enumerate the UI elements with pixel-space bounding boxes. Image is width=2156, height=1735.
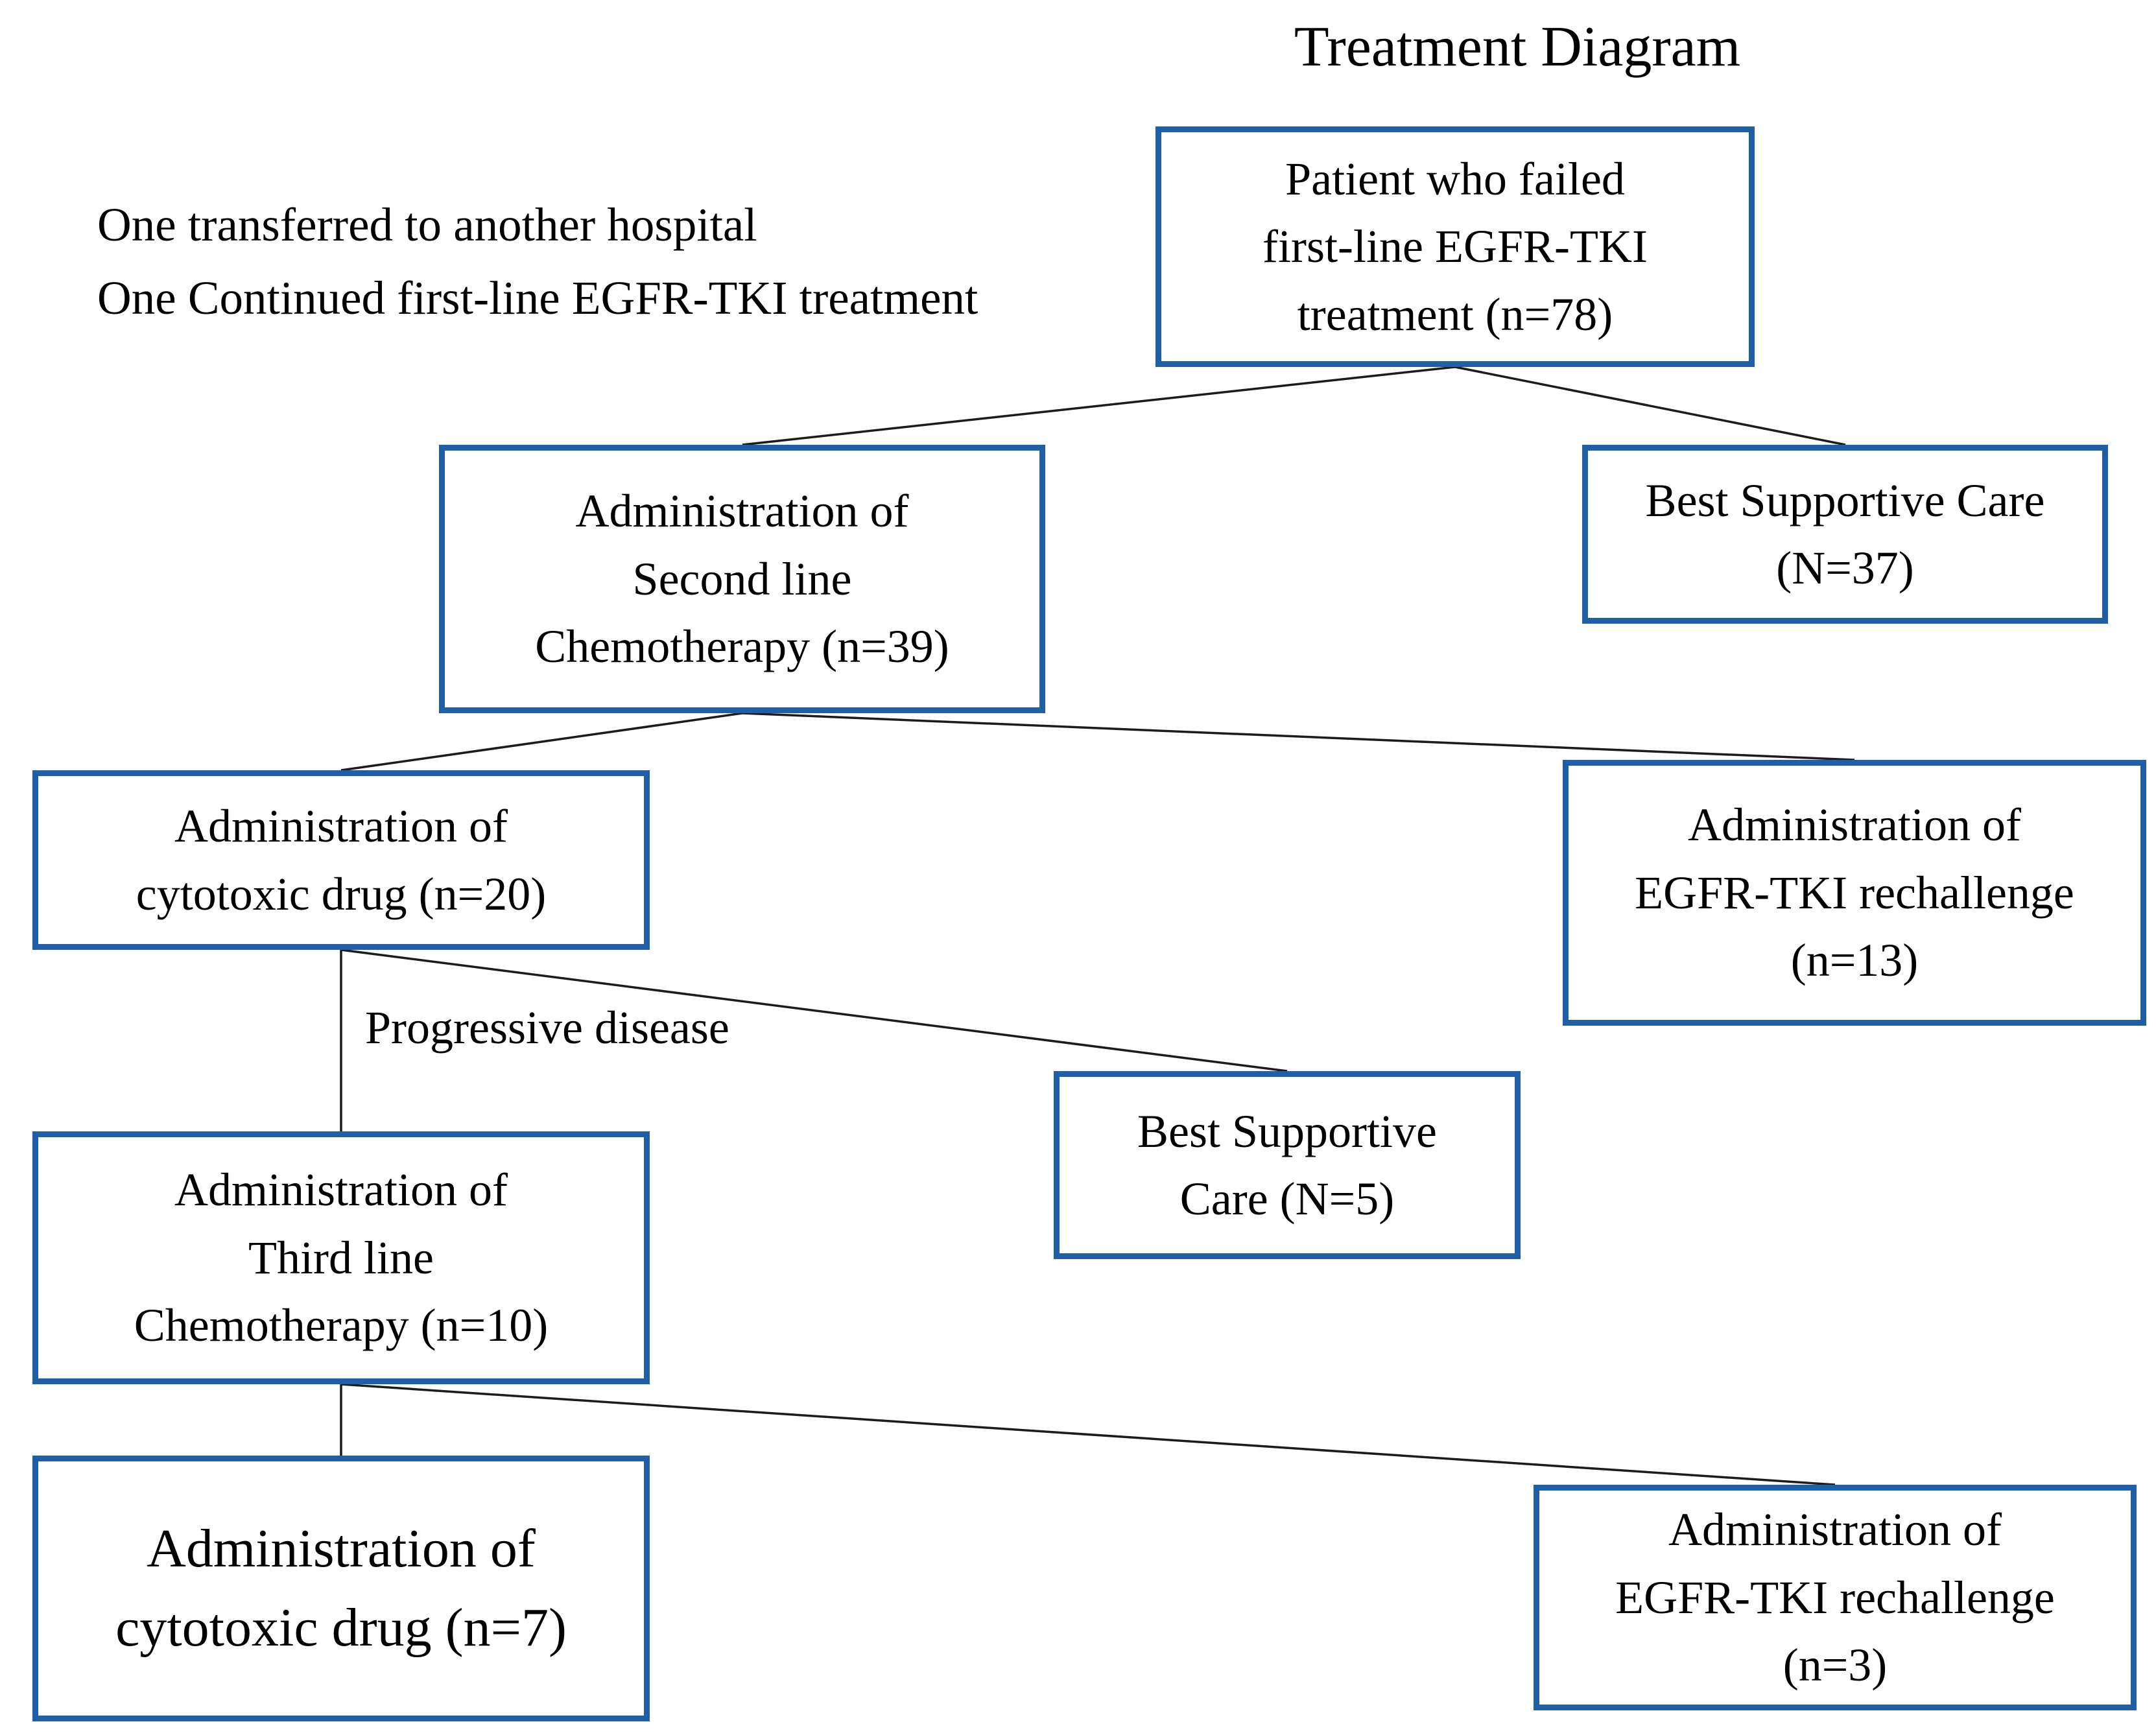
edge-third-line-to-tki-rechallenge-3 — [340, 1383, 1836, 1486]
node-second-line-chemotherapy-label-line: Second line — [632, 552, 852, 605]
node-egfr-tki-rechallenge-13-label-line: Administration of — [1688, 799, 2021, 851]
node-best-supportive-care-37: Best Supportive Care (N=37) — [1582, 445, 2108, 624]
node-best-supportive-care-37-label-line: Best Supportive Care — [1645, 474, 2045, 526]
edge-patient-to-second-line-chemo — [742, 366, 1456, 446]
edge-second-line-to-tki-rechallenge-13 — [742, 712, 1855, 761]
node-cytotoxic-drug-7: Administration of cytotoxic drug (n=7) — [32, 1456, 650, 1721]
node-patient-failed-first-line-tki-label-line: Patient who failed — [1285, 152, 1625, 205]
progressive-disease-edge-label: Progressive disease — [365, 1002, 729, 1054]
diagram-title: Treatment Diagram — [1294, 16, 1741, 78]
exclusion-note-line-1: One transferred to another hospital — [97, 198, 757, 251]
edge-second-line-to-cytotoxic-20 — [340, 712, 743, 772]
node-second-line-chemotherapy-label-line: Chemotherapy (n=39) — [535, 620, 949, 673]
node-patient-failed-first-line-tki-label-line: treatment (n=78) — [1297, 288, 1613, 340]
node-best-supportive-care-5-label-line: Care (N=5) — [1179, 1173, 1395, 1225]
node-egfr-tki-rechallenge-3: Administration of EGFR-TKI rechallenge (n=… — [1534, 1485, 2137, 1710]
node-cytotoxic-drug-7-label-line: cytotoxic drug (n=7) — [115, 1598, 567, 1658]
node-egfr-tki-rechallenge-13-label-line: (n=13) — [1790, 934, 1919, 987]
node-cytotoxic-drug-20-label-line: cytotoxic drug (n=20) — [136, 868, 547, 920]
edge-cytotoxic-20-to-best-supportive-care-5 — [340, 949, 1288, 1072]
node-best-supportive-care-37-label-line: (N=37) — [1776, 542, 1914, 594]
node-egfr-tki-rechallenge-3-label-line: EGFR-TKI rechallenge — [1615, 1571, 2055, 1623]
node-patient-failed-first-line-tki-label-line: first-line EGFR-TKI — [1262, 220, 1648, 273]
edge-patient-to-best-supportive-care-37 — [1454, 366, 1846, 446]
node-third-line-chemotherapy-label-line: Third line — [248, 1231, 434, 1284]
node-egfr-tki-rechallenge-3-label-line: (n=3) — [1783, 1639, 1888, 1692]
node-cytotoxic-drug-7-label-line: Administration of — [147, 1518, 536, 1579]
exclusion-note: One transferred to another hospital One … — [97, 188, 978, 335]
node-egfr-tki-rechallenge-3-label-line: Administration of — [1668, 1504, 2002, 1556]
node-third-line-chemotherapy-label-line: Administration of — [174, 1164, 508, 1216]
node-third-line-chemotherapy-label-line: Chemotherapy (n=10) — [134, 1299, 549, 1352]
node-cytotoxic-drug-20-label-line: Administration of — [174, 800, 508, 853]
node-second-line-chemotherapy-label-line: Administration of — [575, 485, 909, 537]
exclusion-note-line-2: One Continued first-line EGFR-TKI treatm… — [97, 272, 978, 325]
node-cytotoxic-drug-20: Administration of cytotoxic drug (n=20) — [32, 770, 650, 950]
node-best-supportive-care-5-label-line: Best Supportive — [1137, 1105, 1437, 1157]
node-egfr-tki-rechallenge-13-label-line: EGFR-TKI rechallenge — [1635, 866, 2074, 919]
node-patient-failed-first-line-tki: Patient who failed first-line EGFR-TKI tre… — [1155, 126, 1755, 367]
node-egfr-tki-rechallenge-13: Administration of EGFR-TKI rechallenge (n=… — [1563, 760, 2146, 1026]
